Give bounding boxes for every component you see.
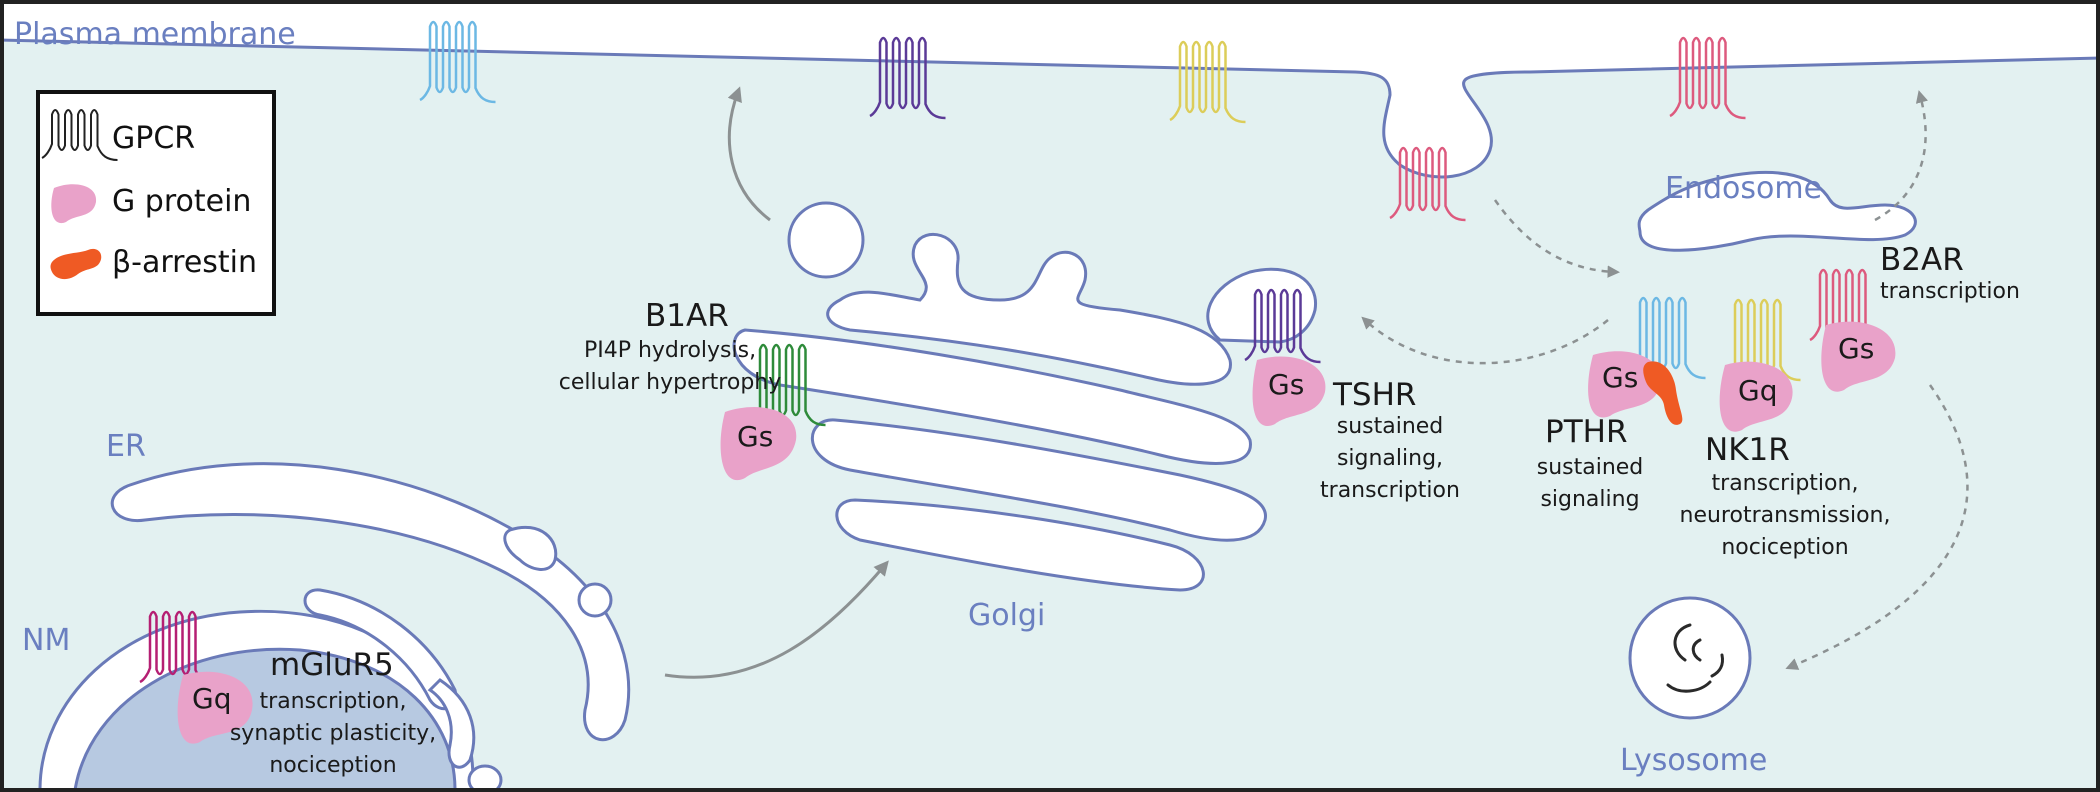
er-vesicle [467, 764, 503, 788]
er-cisterna [427, 678, 476, 769]
endosome [1637, 170, 1917, 252]
lysosome [1628, 596, 1752, 720]
b2ar-name: B2AR [1880, 242, 1964, 278]
gpcr-mglur5 [139, 610, 216, 686]
mglur5-desc-line: synaptic plasticity, [230, 721, 436, 746]
legend-box [36, 90, 276, 316]
pthr-desc-line: sustained [1537, 455, 1644, 480]
arrow-er-to-golgi [664, 560, 889, 679]
g-protein-icon [1588, 351, 1661, 418]
lysosome-label: Lysosome [1620, 743, 1767, 778]
g-protein-b1ar: Gs [720, 407, 797, 481]
pthr-name: PTHR [1545, 414, 1627, 450]
tshr-desc-line: transcription [1320, 478, 1460, 503]
g-protein-b2ar: Gs [1821, 321, 1896, 392]
g-protein-legend-icon [51, 184, 97, 224]
beta-arrestin-legend-icon [50, 248, 102, 280]
g-protein-icon [720, 407, 797, 481]
arrow-endosome-to-tshr [1361, 316, 1609, 365]
nm-label: NM [22, 623, 70, 658]
g-protein-icon [1719, 361, 1793, 432]
legend-gpcr-label: GPCR [112, 121, 195, 156]
arrow-golgi-to-membrane [727, 86, 771, 222]
endosome-label: Endosome [1665, 171, 1822, 206]
gpcr-tshr [1244, 288, 1321, 364]
legend-arrestin-label: β-arrestin [112, 245, 257, 280]
b2ar-desc-line: transcription [1880, 279, 2020, 304]
gpcr-pink-membrane [1669, 36, 1746, 120]
g-protein-label: Gs [1268, 368, 1304, 401]
g-protein-pthr: Gs [1588, 351, 1661, 418]
g-protein-label: Gq [192, 682, 231, 715]
plasma-membrane-line [4, 38, 2096, 179]
g-protein-tshr: Gs [1252, 356, 1326, 426]
er-cisterna [110, 462, 631, 742]
b1ar-desc-line: PI4P hydrolysis, [584, 338, 756, 363]
b1ar-desc-line: cellular hypertrophy [559, 370, 782, 395]
pthr-desc-line: signaling [1540, 487, 1639, 512]
er-vesicle [577, 582, 613, 618]
nucleus [70, 640, 455, 788]
nk1r-desc-line: neurotransmission, [1680, 503, 1891, 528]
gpcr-legend-coil [41, 109, 118, 161]
golgi-label: Golgi [968, 598, 1045, 633]
b1ar-name: B1AR [645, 298, 729, 334]
g-protein-icon [1821, 321, 1896, 392]
g-protein-label: Gs [1602, 361, 1638, 394]
g-protein-mglur5: Gq [177, 671, 253, 744]
nk1r-name: NK1R [1705, 432, 1790, 468]
tshr-desc-line: signaling, [1337, 446, 1443, 471]
nk1r-desc-line: transcription, [1712, 471, 1859, 496]
legend-g-protein-label: G protein [112, 184, 251, 219]
mglur5-name: mGluR5 [270, 647, 394, 683]
g-protein-icon [1252, 356, 1326, 426]
plasma-membrane-label: Plasma membrane [14, 17, 296, 52]
er-cisterna [503, 525, 558, 571]
golgi-stack [732, 201, 1267, 592]
g-protein-icon [177, 671, 253, 744]
gpcr-blue-membrane [419, 20, 496, 104]
arrow-recycling [1874, 90, 1929, 222]
gpcr-pink-pit [1389, 146, 1466, 222]
gpcr-purple-membrane [869, 36, 946, 120]
legend: GPCR G protein β-arrestin [36, 90, 276, 316]
er-cisterna [303, 588, 458, 711]
arrow-to-lysosome [1785, 384, 1969, 670]
tshr-desc-line: sustained [1337, 414, 1444, 439]
mglur5-desc-line: nociception [269, 753, 396, 778]
gpcr-legend-icon [41, 109, 118, 161]
nk1r-desc-line: nociception [1721, 535, 1848, 560]
lysosome-debris [1666, 623, 1724, 693]
g-protein-label: Gq [1738, 374, 1777, 407]
gpcr-yellow-membrane [1169, 40, 1246, 124]
g-protein-nk1r: Gq [1719, 361, 1793, 432]
g-protein-label: Gs [1838, 332, 1874, 365]
tshr-name: TSHR [1332, 377, 1416, 413]
g-protein-label: Gs [737, 420, 773, 453]
mglur5-desc-line: transcription, [260, 689, 407, 714]
beta-arrestin-pthr [1643, 361, 1683, 425]
er-label: ER [106, 429, 146, 464]
